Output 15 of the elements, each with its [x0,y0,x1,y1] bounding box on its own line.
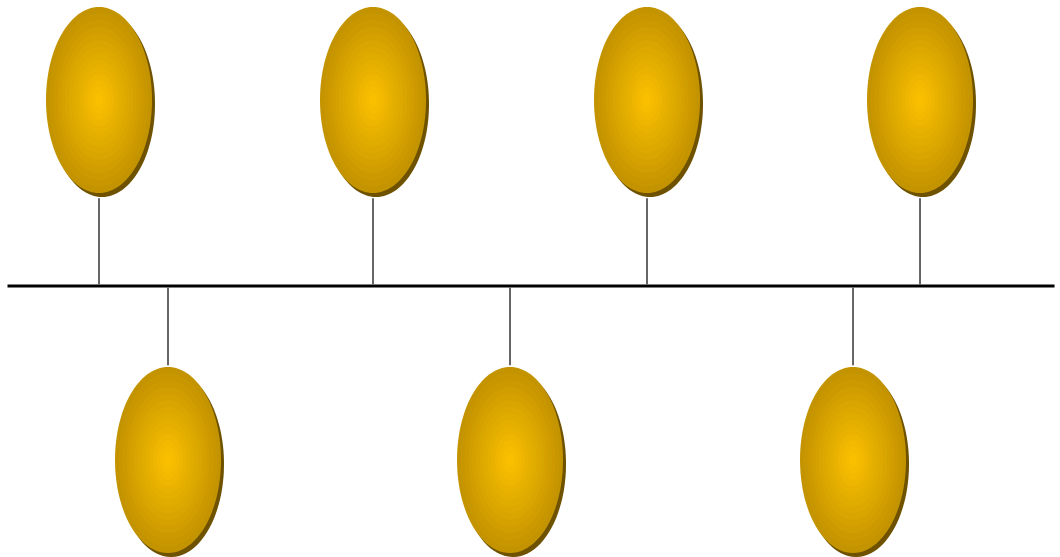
ellipse [115,367,224,557]
ellipse [320,7,429,197]
timeline-bar [7,284,1055,288]
connector-line [98,197,100,285]
connector-line [167,287,169,366]
connector-line [852,287,854,366]
connector-line [919,197,921,285]
connector-line [372,197,374,285]
ellipse [867,7,976,197]
connector-line [646,197,648,285]
ellipse [800,367,909,557]
ellipse [594,7,703,197]
ellipse [46,7,155,197]
ellipse [457,367,566,557]
connector-line [509,287,511,366]
